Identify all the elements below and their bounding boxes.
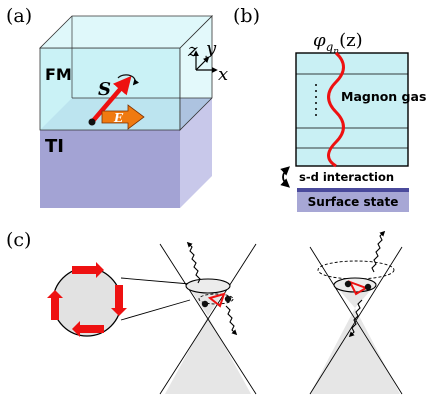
texture-arrow-bottom [72,321,104,337]
spin-label: S [98,79,111,100]
electron-2a [344,280,352,288]
zoom-line-bottom [120,299,191,321]
axis-x-label: x [218,64,228,85]
axis-z-label: z [187,40,198,61]
spin-texture-arrows [47,262,127,337]
interaction-arrow [280,166,291,188]
electron-1a [201,300,209,308]
magnon-emit-2-upper [371,230,386,273]
panel-a: (a) FM TI S E z y x [6,5,228,208]
surface-state-top [297,188,409,192]
panel-a-label: (a) [6,5,32,27]
magnon-emit-2-lower [348,299,363,338]
interaction-label: s-d interaction [299,170,394,184]
axis-y-label: y [205,38,217,59]
field-label: E [113,111,124,125]
texture-arrow-top [72,262,104,278]
panel-b-label: (b) [233,5,260,27]
phi-main: φ [313,30,326,51]
magnon-absorb-1 [186,241,201,284]
phi-sub: q [326,40,334,54]
spin-origin-dot [88,118,96,126]
panel-b: (b) φqn(z) Magnon gas s-d interaction Su… [233,5,426,212]
axis-y-line [195,56,210,71]
magnon-box [295,52,409,167]
ti-label: TI [45,136,64,157]
ti-front-face [40,130,180,208]
panel-c: (c) [6,229,403,395]
fm-label: FM [45,65,72,84]
ti-side-face [180,98,212,208]
zoom-line-top [120,277,191,285]
electron-2b [364,283,372,291]
phi-subsub: n [333,47,339,57]
texture-arrow-left [47,290,63,320]
cone-1-edge-r [159,243,257,395]
phi-label: φqn(z) [313,30,363,57]
cone-2-scatter-arrow [347,280,369,296]
outer-dashed-circle-2 [317,260,395,280]
panel-c-label: (c) [6,229,31,251]
phi-arg: (z) [339,30,363,51]
magnon-wave [327,51,345,168]
texture-arrow-right [111,285,127,316]
surface-state-box [297,192,409,212]
dirac-cone-2 [309,230,403,395]
fermi-circle-1 [185,278,231,294]
cone-1-upper-fill [188,286,228,316]
cone-1-scatter-arrow [207,292,226,308]
electron-1b [224,295,232,303]
magnon-emit-1 [225,305,238,336]
inner-circle-1 [198,293,234,305]
dirac-cone-1 [159,241,257,395]
magnon-label: Magnon gas [341,89,426,104]
surface-label: Surface state [308,195,399,209]
cone-2-lower-fill [310,308,400,394]
electric-field-arrow [101,104,145,130]
precession-arrow [117,74,139,86]
cone-1-lower-fill [165,316,251,394]
cone-2-edge-r [309,246,403,395]
spin-arrow [90,75,132,124]
fm-top-face [39,15,213,49]
